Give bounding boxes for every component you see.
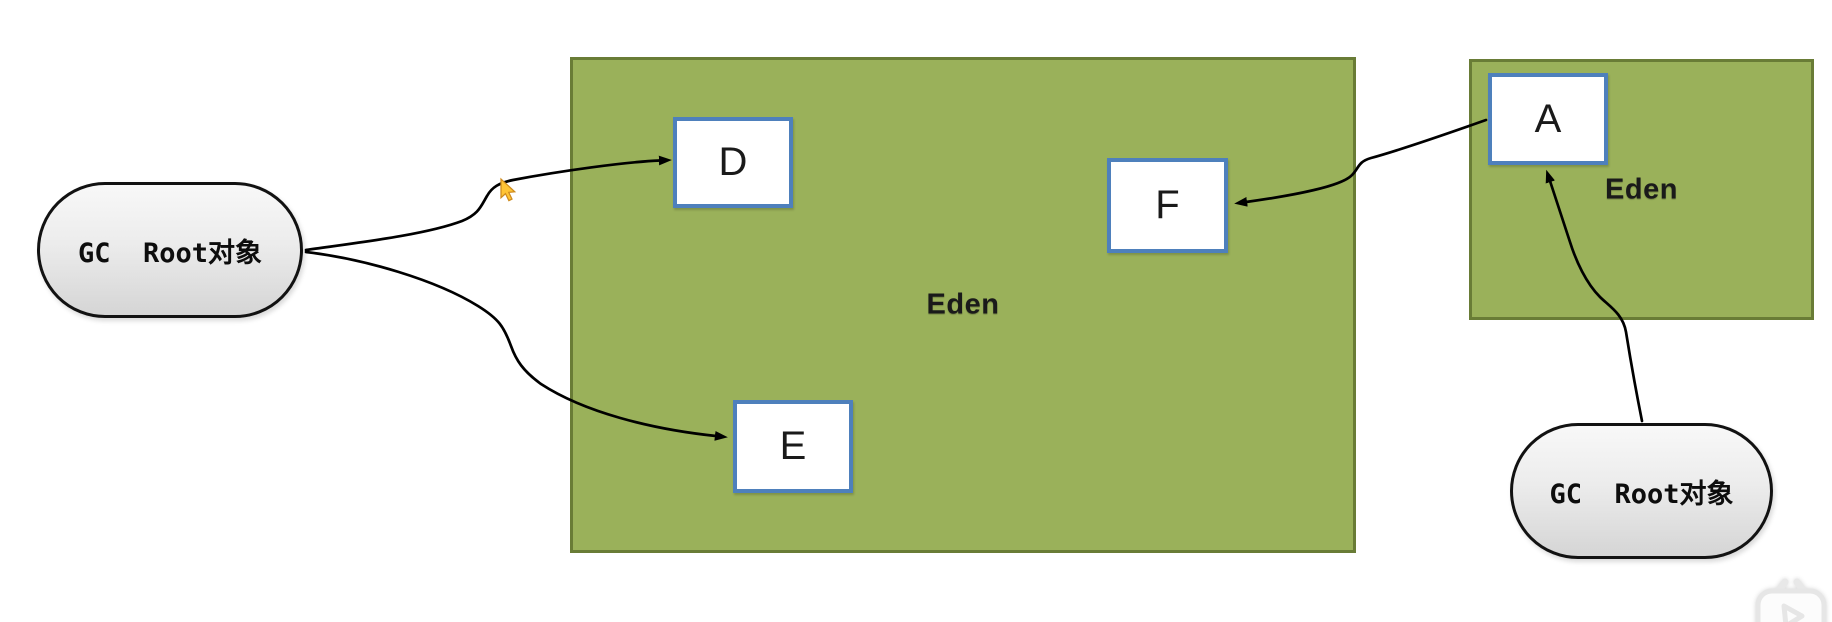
node-f-box: F	[1107, 158, 1228, 253]
node-a-label: A	[1534, 96, 1562, 141]
node-d-label: D	[718, 140, 748, 184]
gc-root-left-label: GC Root对象	[77, 237, 263, 269]
gc-root-right-pill: GC Root对象	[1510, 423, 1773, 559]
mouse-pointer-icon	[500, 177, 517, 202]
bilibili-tv-logo-icon	[1755, 578, 1827, 622]
eden-region-main-label: Eden	[926, 288, 1000, 321]
node-e-box: E	[733, 400, 853, 493]
gc-root-right-label: GC Root对象	[1549, 478, 1734, 510]
eden-region-right-label: Eden	[1605, 173, 1678, 205]
node-a-box: A	[1488, 73, 1608, 165]
gc-root-left-pill: GC Root对象	[37, 182, 303, 318]
node-d-box: D	[673, 117, 793, 208]
node-f-label: F	[1155, 183, 1180, 227]
node-e-label: E	[779, 424, 807, 468]
